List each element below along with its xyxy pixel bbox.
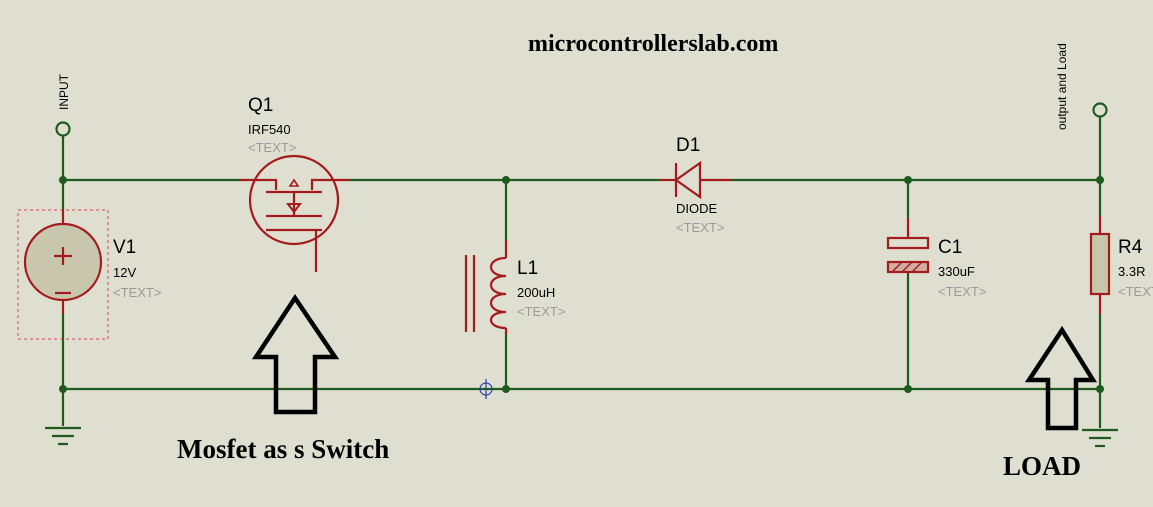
site-watermark: microcontrollerslab.com — [528, 31, 778, 57]
input-terminal-label: INPUT — [57, 73, 71, 110]
inductor-coil-icon — [489, 256, 507, 330]
cursor-marker-icon — [479, 379, 493, 399]
input-terminal[interactable]: INPUT — [55, 73, 72, 137]
v1-text-placeholder: <TEXT> — [113, 285, 161, 300]
q1-mosfet[interactable]: Q1 IRF540 <TEXT> — [240, 95, 350, 272]
junctions — [59, 176, 1104, 393]
r4-ref: R4 — [1118, 237, 1143, 258]
junction-dot — [1096, 176, 1104, 184]
ground-left-icon — [45, 426, 81, 446]
junction-dot — [904, 385, 912, 393]
load-caption: LOAD — [1003, 451, 1081, 481]
junction-dot — [59, 385, 67, 393]
output-terminal[interactable]: output and Load — [1055, 43, 1108, 130]
v1-source[interactable]: V1 12V <TEXT> — [17, 209, 161, 340]
l1-text-placeholder: <TEXT> — [517, 304, 565, 319]
d1-text-placeholder: <TEXT> — [676, 220, 724, 235]
r4-value: 3.3R — [1118, 264, 1145, 279]
v1-value: 12V — [113, 265, 136, 280]
l1-value: 200uH — [517, 285, 555, 300]
junction-dot — [59, 176, 67, 184]
r4-text-placeholder: <TEXT> — [1118, 284, 1153, 299]
l1-ref: L1 — [517, 258, 538, 279]
junction-dot — [904, 176, 912, 184]
wires — [61, 116, 1102, 428]
c1-ref: C1 — [938, 237, 962, 258]
r4-resistor[interactable]: R4 3.3R <TEXT> — [1089, 216, 1153, 314]
arrow-up-icon — [251, 293, 340, 415]
junction-dot — [1096, 385, 1104, 393]
junction-dot — [502, 385, 510, 393]
c1-capacitor[interactable]: C1 330uF <TEXT> — [886, 218, 986, 299]
output-terminal-label: output and Load — [1055, 43, 1069, 130]
c1-value: 330uF — [938, 264, 975, 279]
capacitor-icon — [886, 236, 930, 250]
mosfet-icon — [248, 154, 340, 246]
q1-value: IRF540 — [248, 122, 291, 137]
resistor-icon — [1089, 232, 1111, 296]
d1-ref: D1 — [676, 135, 700, 156]
q1-text-placeholder: <TEXT> — [248, 140, 296, 155]
mosfet-caption: Mosfet as s Switch — [177, 434, 389, 464]
diode-icon — [674, 160, 702, 200]
junction-dot — [502, 176, 510, 184]
arrow-up-icon — [1024, 325, 1098, 431]
v1-ref: V1 — [113, 237, 136, 258]
d1-diode[interactable]: D1 DIODE <TEXT> — [660, 135, 732, 235]
ground-right-icon — [1082, 428, 1118, 448]
q1-ref: Q1 — [248, 95, 273, 116]
d1-value: DIODE — [676, 201, 718, 216]
c1-text-placeholder: <TEXT> — [938, 284, 986, 299]
l1-inductor[interactable]: L1 200uH <TEXT> — [464, 240, 565, 334]
terminal-circle-icon — [55, 121, 71, 137]
terminal-circle-icon — [1092, 102, 1108, 118]
